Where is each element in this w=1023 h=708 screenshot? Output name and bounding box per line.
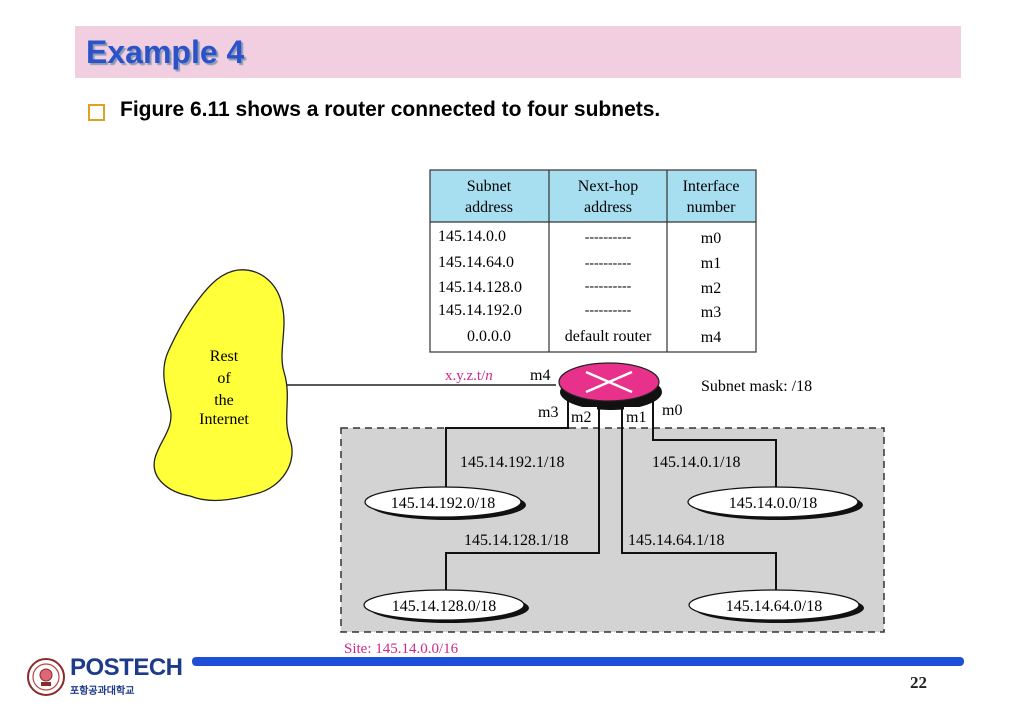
gateway-label: 145.14.0.1/18 [652, 454, 740, 471]
page-number: 22 [910, 673, 927, 692]
port-m2-box [569, 407, 597, 426]
table-cell: ---------- [585, 256, 632, 271]
cloud-shape [153, 269, 293, 502]
subnet-network-label: 145.14.0.0/18 [729, 495, 817, 512]
table-cell: default router [565, 328, 652, 345]
slide-title: Example 4 [86, 34, 245, 70]
table-header-nexthop-1: Next-hop [578, 178, 638, 195]
postech-seal-icon [27, 658, 65, 696]
table-cell: m3 [701, 304, 721, 321]
table-cell: ---------- [585, 230, 632, 245]
logo-name: POSTECH [70, 654, 183, 681]
title-bar [75, 26, 961, 78]
subnet-mask-label: Subnet mask: /18 [701, 378, 812, 395]
table-cell: 145.14.64.0 [438, 254, 514, 271]
gateway-label: 145.14.128.1/18 [464, 532, 568, 549]
internet-cloud: Rest of the Internet [153, 269, 293, 502]
gateway-label: 145.14.192.1/18 [460, 454, 564, 471]
table-cell: ---------- [585, 279, 632, 294]
bullet-icon [88, 104, 105, 121]
table-cell: m1 [701, 255, 721, 272]
cloud-label-3: the [214, 392, 234, 409]
cloud-label-1: Rest [210, 348, 239, 365]
table-cell: 0.0.0.0 [467, 328, 511, 345]
logo-subtitle: 포항공과대학교 [70, 686, 135, 697]
table-header-subnet-1: Subnet [467, 178, 512, 195]
subnet-network-label: 145.14.64.0/18 [726, 598, 822, 615]
cloud-label-2: of [217, 370, 231, 387]
router-cross-icon [585, 370, 633, 394]
table-border [429, 169, 757, 353]
subnet-0: 145.14.0.0/18 [687, 486, 863, 520]
table-header-nexthop-2: address [584, 199, 632, 216]
gateway-label: 145.14.64.1/18 [628, 532, 724, 549]
table-cell: 145.14.192.0 [438, 302, 522, 319]
port-m1-label: m1 [626, 409, 646, 426]
port-m4-label: m4 [530, 367, 550, 384]
table-header-bg [430, 170, 756, 222]
table-cell: 145.14.0.0 [438, 228, 506, 245]
routing-table: Subnet address Next-hop address Interfac… [429, 169, 757, 353]
table-cell: m0 [701, 230, 721, 247]
router-stems [445, 400, 777, 590]
subnet-128: 145.14.128.0/18 [363, 589, 529, 623]
table-cell: 145.14.128.0 [438, 279, 522, 296]
cloud-label-4: Internet [199, 411, 249, 428]
subnet-network-label: 145.14.128.0/18 [392, 598, 496, 615]
port-m3-label: m3 [538, 404, 558, 421]
subnet-192: 145.14.192.0/18 [364, 486, 526, 520]
table-header-interface-2: number [687, 199, 737, 216]
site-label: Site: 145.14.0.0/16 [344, 641, 459, 657]
port-m2-label: m2 [571, 409, 591, 426]
footer-line [192, 657, 964, 666]
subnet-64: 145.14.64.0/18 [688, 589, 864, 623]
table-cell: m2 [701, 280, 721, 297]
port-m0-label: m0 [662, 402, 682, 419]
port-m1-box [624, 407, 652, 426]
table-header-interface-1: Interface [683, 178, 740, 195]
subnet-network-label: 145.14.192.0/18 [391, 495, 495, 512]
bullet-text: Figure 6.11 shows a router connected to … [120, 98, 661, 121]
router-external-address: x.y.z.t/n [445, 368, 493, 384]
table-cell: m4 [701, 329, 721, 346]
table-cell: ---------- [585, 303, 632, 318]
table-header-subnet-2: address [465, 199, 513, 216]
router [558, 362, 662, 410]
